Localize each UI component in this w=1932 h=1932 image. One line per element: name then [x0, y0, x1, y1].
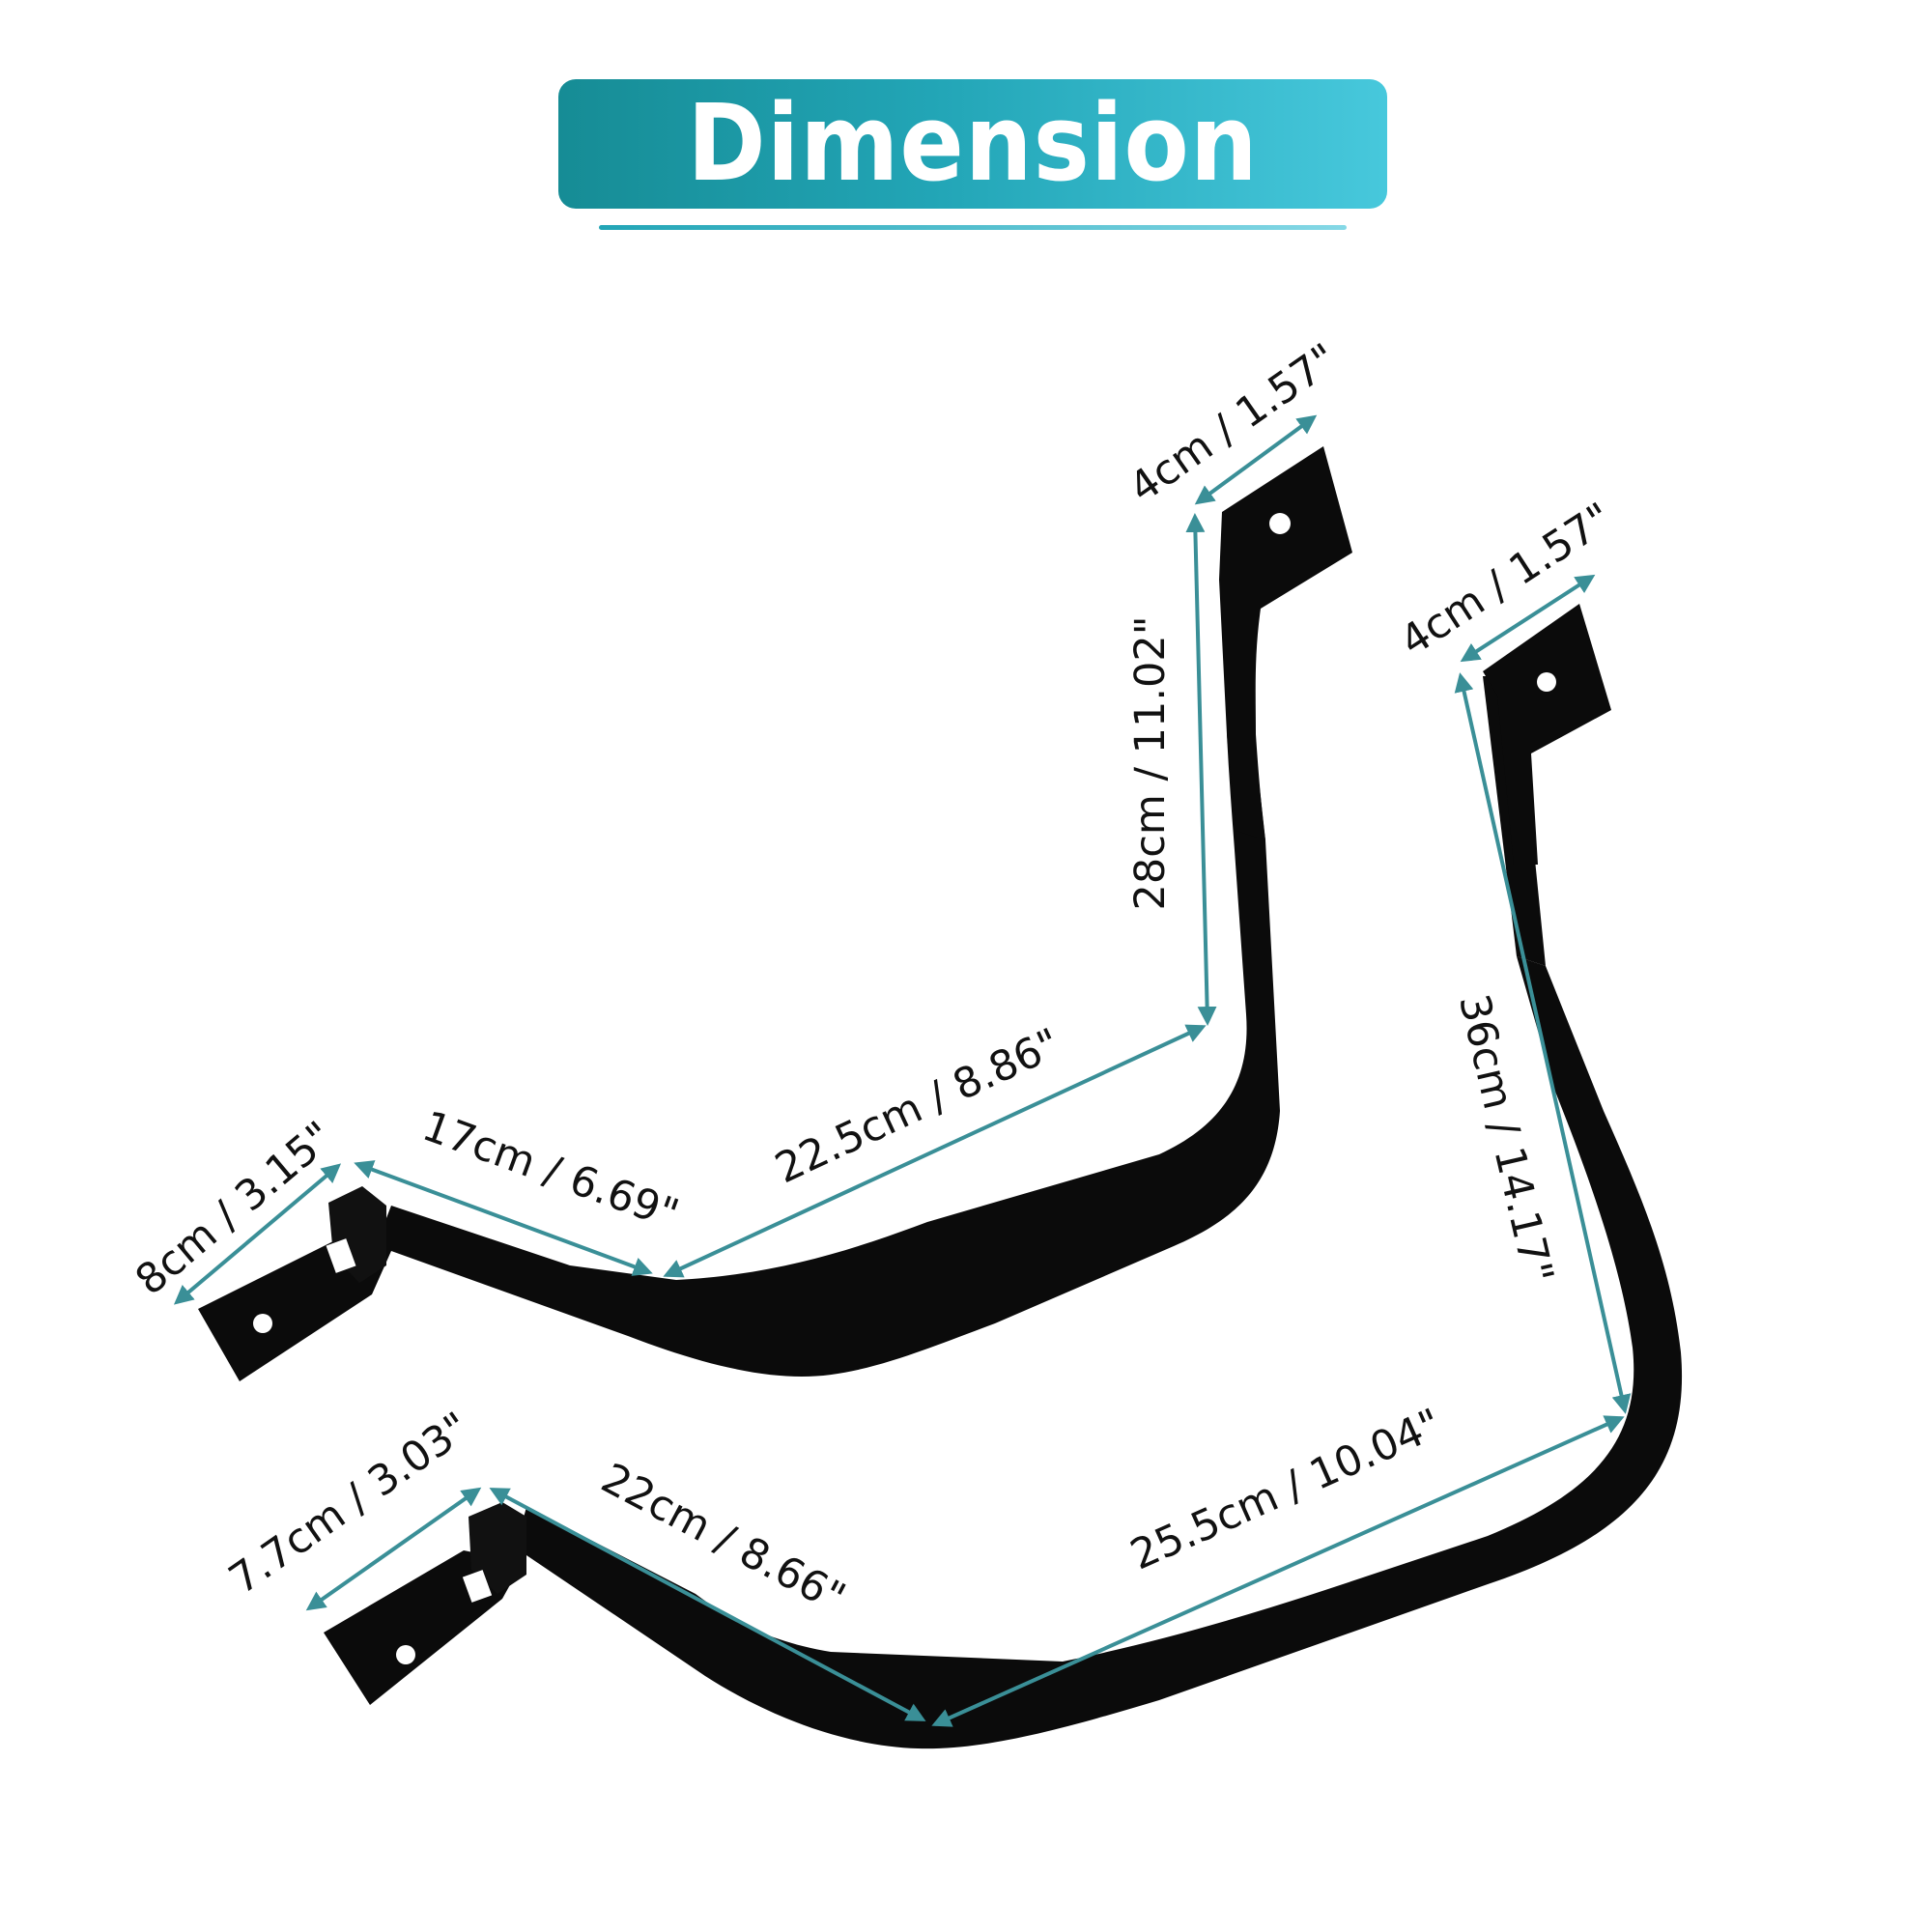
title-banner: Dimension	[558, 79, 1387, 209]
lower-vertical-dim-line	[1454, 672, 1632, 1414]
title-underline	[599, 225, 1347, 230]
dimension-lines	[173, 414, 1632, 1727]
upper-strap-end-tab-hole	[253, 1314, 272, 1333]
lower-end-tab-dim-line	[305, 1487, 482, 1611]
upper-strap-top-tab	[1219, 446, 1352, 734]
upper-strap-top-tab-hole	[1269, 513, 1291, 534]
upper-short-dim-line	[354, 1160, 653, 1276]
banner-title: Dimension	[687, 82, 1259, 206]
upper-vertical-dim-label: 28cm / 11.02"	[1126, 616, 1175, 911]
upper-strap-upright	[1227, 580, 1265, 840]
upper-strap	[198, 446, 1352, 1381]
upper-long-dim-label: 22.5cm / 8.86"	[768, 1019, 1067, 1193]
upper-end-tab-dim-line	[173, 1163, 342, 1305]
lower-top-tab-dim-line	[1460, 574, 1596, 663]
lower-strap-top-tab-hole	[1537, 672, 1556, 692]
upper-top-tab-dim-line	[1194, 414, 1318, 505]
lower-long-dim-label: 25.5cm / 10.04"	[1123, 1400, 1448, 1579]
upper-vertical-dim-line	[1185, 513, 1217, 1026]
lower-long-dim-line	[931, 1415, 1625, 1727]
lower-short-dim-line	[489, 1488, 926, 1721]
upper-long-dim-line	[663, 1024, 1207, 1278]
upper-short-dim-label: 17cm / 6.69"	[416, 1102, 685, 1239]
lower-strap-end-tab-hole	[396, 1645, 415, 1664]
